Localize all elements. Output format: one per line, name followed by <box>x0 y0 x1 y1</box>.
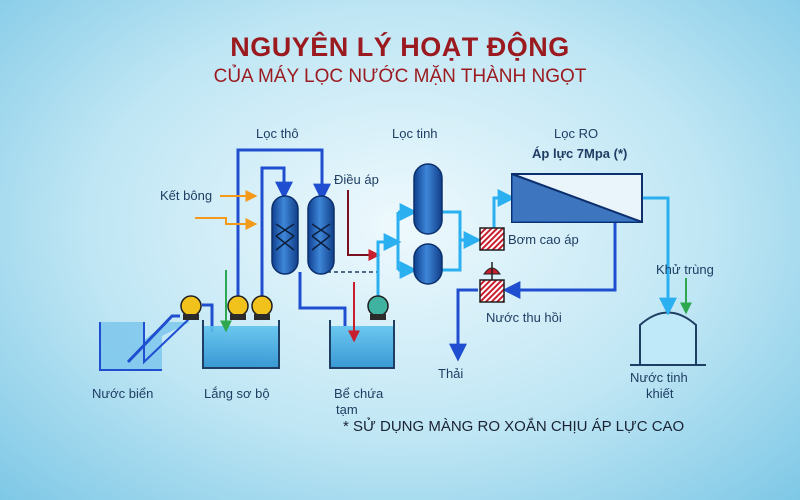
label-fine-filter: Lọc tinh <box>392 126 438 141</box>
label-coarse-filter: Lọc thô <box>256 126 299 141</box>
coarse-filter-vessel-2 <box>307 195 335 275</box>
coarse-filter-vessel-1 <box>271 195 299 275</box>
label-pure-water-line2: khiết <box>646 386 674 401</box>
transfer-pump-1-icon <box>227 295 249 320</box>
pipe-discharge <box>449 288 478 362</box>
pipe-coarse-outlet <box>298 272 347 326</box>
footnote: * SỬ DỤNG MÀNG RO XOẮN CHỊU ÁP LỰC CAO <box>343 418 685 435</box>
feed-pump-icon <box>367 295 389 320</box>
pipe-sea-intake <box>126 314 180 364</box>
pipe-to-fine-filter <box>376 233 402 300</box>
label-discharge: Thải <box>438 366 464 381</box>
label-pressure-regulator: Điều áp <box>334 172 379 187</box>
label-recovered-water: Nước thu hồi <box>486 310 562 325</box>
pipe-to-ro <box>492 189 516 228</box>
temp-tank <box>329 320 395 369</box>
pipe-recovered-water <box>502 222 617 299</box>
recovery-valve-icon <box>479 262 505 303</box>
page-title: NGUYÊN LÝ HOẠT ĐỘNG <box>230 32 570 62</box>
pre-settling-tank <box>202 320 280 369</box>
label-seawater: Nước biển <box>92 386 154 401</box>
pipe-fine-filter-outlet <box>442 210 462 272</box>
label-pure-water-line1: Nước tinh <box>630 370 688 385</box>
pure-water-tank <box>630 311 706 366</box>
intake-pump-icon <box>180 295 202 320</box>
pressure-regulator-line <box>347 190 381 261</box>
label-coagulant: Kết bông <box>160 188 213 203</box>
ro-membrane <box>511 173 643 223</box>
label-ro-pressure: Áp lực 7Mpa (*) <box>532 146 628 161</box>
fine-filter-vessel-2 <box>413 243 443 285</box>
label-ro-filter: Lọc RO <box>554 126 599 141</box>
label-temp-tank-line1: Bể chứa <box>334 386 384 401</box>
label-high-pressure-pump: Bơm cao áp <box>508 232 579 247</box>
label-temp-tank-line2: tạm <box>336 402 358 417</box>
pipe-to-coarse-filter-2 <box>260 166 293 296</box>
transfer-pump-2-icon <box>251 295 273 320</box>
pipe-pump1-to-tank <box>202 303 214 332</box>
page-subtitle: CỦA MÁY LỌC NƯỚC MẶN THÀNH NGỌT <box>213 66 587 87</box>
label-disinfection: Khử trùng <box>656 262 714 277</box>
label-pre-settling: Lắng sơ bộ <box>204 386 270 401</box>
high-pressure-pump-icon <box>479 227 505 251</box>
fine-filter-vessel-1 <box>413 163 443 235</box>
pipe-ro-permeate <box>643 196 677 316</box>
coagulant-line-2 <box>195 217 258 230</box>
